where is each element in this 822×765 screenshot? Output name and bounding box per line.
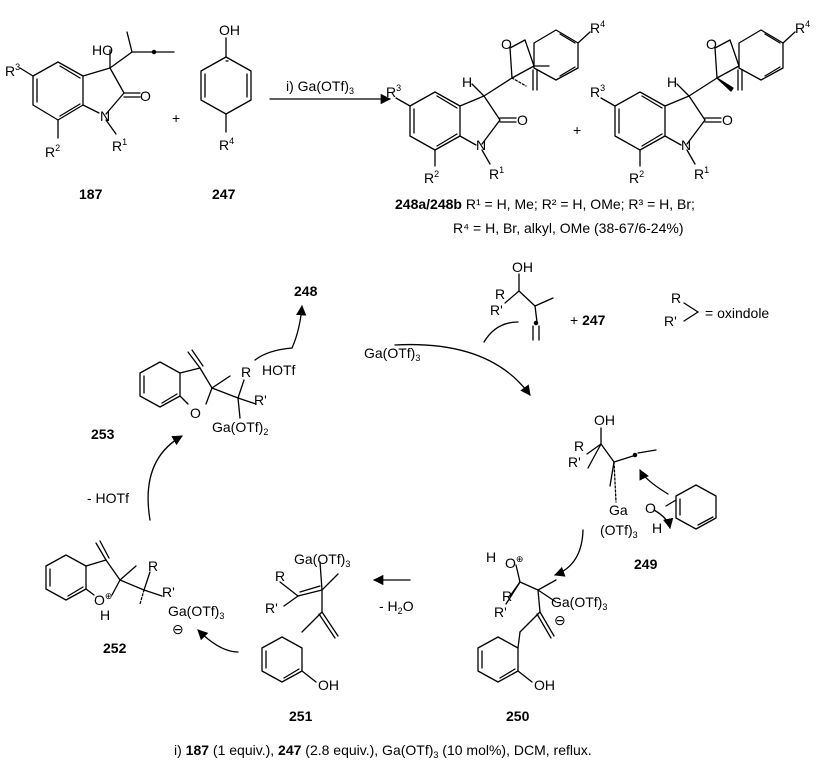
catalyst-label: Ga(OTf)3 [364, 345, 421, 363]
legend-r: R [671, 290, 682, 306]
structure-247 [200, 37, 252, 133]
label-187: 187 [79, 186, 103, 202]
ga-label-249: Ga [609, 502, 628, 518]
label-250: 250 [506, 708, 530, 724]
h-label-250: H [486, 549, 497, 565]
structure-248b [600, 29, 796, 167]
reaction-conditions: i) Ga(OTf)3 [286, 78, 355, 96]
plus-sign-1: + [172, 110, 181, 126]
r-label-249: R [574, 438, 585, 454]
structure-249 [586, 427, 717, 530]
rp-label-252: R' [162, 584, 175, 600]
ho-label-187: HO [92, 42, 113, 58]
r-label-251: R [275, 568, 286, 584]
n-label-248b: N [681, 137, 692, 153]
structure-250 [477, 564, 557, 683]
o-label-248b: O [722, 112, 733, 128]
o-label-253: O [190, 405, 201, 421]
r2-label-187: R2 [45, 143, 61, 160]
h-label-249: H [652, 520, 663, 536]
n-label-187: N [100, 108, 111, 124]
label-248-cycle: 248 [294, 283, 318, 299]
label-247: 247 [212, 186, 236, 202]
ga-minus-252: ⊖ [172, 621, 184, 637]
r4-label-248b: R4 [795, 19, 811, 36]
minus-h2o: - H2O [379, 598, 414, 616]
oh-label-247: OH [219, 22, 240, 38]
otf3-label-249: (OTf)3 [600, 522, 638, 540]
allenol-rp: R' [490, 302, 503, 318]
label-251: 251 [289, 708, 313, 724]
plus-sign-2: + [573, 122, 582, 138]
rp-label-253: R' [254, 392, 267, 408]
oh-label-251: OH [318, 677, 339, 693]
structure-252 [45, 540, 163, 605]
rp-label-249: R' [568, 454, 581, 470]
label-253: 253 [91, 426, 115, 442]
o-label-187: O [140, 88, 151, 104]
structure-248a [395, 29, 591, 167]
n-label-248a: N [476, 137, 487, 153]
h-label-248a: H [462, 74, 473, 90]
structure-187 [19, 31, 175, 139]
label-249: 249 [634, 556, 658, 572]
r-label-253: R [241, 364, 252, 380]
minus-hotf: - HOTf [87, 490, 129, 506]
h-label-248b: H [667, 74, 678, 90]
o-label-248a: O [517, 112, 528, 128]
r3-label-248a: R3 [386, 83, 402, 100]
r2-label-248a: R2 [424, 169, 440, 186]
label-252: 252 [103, 640, 127, 656]
ga-otf3-label-250: Ga(OTf)3 [551, 594, 608, 612]
allenol-reagent [504, 273, 554, 341]
r-label-250: R [502, 588, 513, 604]
r3-label-248b: R3 [590, 83, 606, 100]
h-label-252: H [100, 607, 111, 623]
hotf-released: HOTf [262, 362, 296, 378]
oh-label-249: OH [594, 412, 615, 428]
structure-251 [261, 561, 339, 683]
o-ring-label-248b: O [706, 36, 717, 52]
r1-label-248a: R1 [489, 165, 505, 182]
r1-label-248b: R1 [694, 165, 710, 182]
product-scope-line-1: 248a/248b R¹ = H, Me; R² = H, OMe; R³ = … [395, 196, 695, 212]
o-label-249: O [645, 500, 656, 516]
product-scope-line-2: R⁴ = H, Br, alkyl, OMe (38-67/6-24%) [453, 220, 684, 236]
allenol-r: R [495, 286, 506, 302]
r4-label-247: R4 [219, 136, 235, 153]
legend-rp: R' [664, 313, 677, 329]
footer-conditions: i) 187 (1 equiv.), 247 (2.8 equiv.), Ga(… [174, 742, 592, 760]
rp-label-251: R' [265, 600, 278, 616]
cycle-arrows [147, 304, 584, 653]
r1-label-187: R1 [112, 137, 128, 154]
oxindole-legend [683, 302, 699, 322]
o-ring-label-248a: O [501, 36, 512, 52]
oh-label-250: OH [534, 677, 555, 693]
legend-oxindole: = oxindole [705, 305, 770, 321]
plus-247: + 247 [570, 312, 606, 328]
o-plus-label-250: O⊕ [505, 554, 524, 571]
r3-label-187: R3 [5, 62, 21, 79]
ga-otf2-label: Ga(OTf)2 [212, 419, 269, 437]
structure-253 [139, 349, 257, 419]
r4-label-248a: R4 [590, 19, 606, 36]
o-plus-label-252: O⊕ [94, 591, 113, 608]
r-label-252: R [148, 558, 159, 574]
rp-label-250: R' [494, 604, 507, 620]
r2-label-248b: R2 [629, 169, 645, 186]
ga-otf3-label-251: Ga(OTf)3 [294, 551, 351, 569]
allenol-oh: OH [512, 259, 533, 275]
ga-minus-250: ⊖ [554, 612, 566, 628]
ga-otf3-label-252: Ga(OTf)3 [168, 603, 225, 621]
